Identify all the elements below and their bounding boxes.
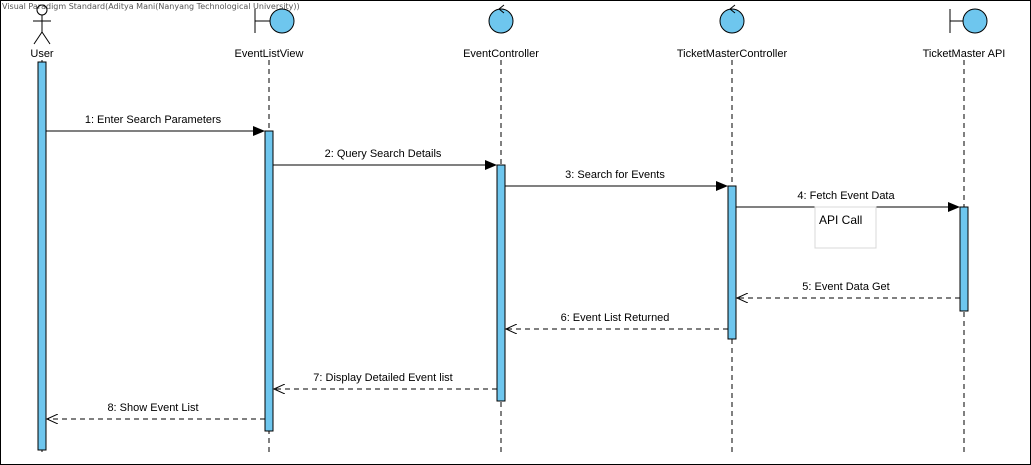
message-8: 8: Show Event List: [47, 402, 265, 419]
watermark: Visual Paradigm Standard(Aditya Mani(Nan…: [2, 2, 300, 11]
note-text: API Call: [819, 213, 862, 227]
message-label: 6: Event List Returned: [561, 312, 670, 324]
message-label: 8: Show Event List: [107, 402, 198, 414]
message-5: 5: Event Data Get: [737, 281, 960, 298]
message-6: 6: Event List Returned: [506, 312, 728, 329]
message-label: 3: Search for Events: [565, 169, 665, 181]
control-icon: [719, 4, 745, 34]
lifeline-label-ticketmastercontroller: TicketMasterController: [677, 48, 788, 60]
message-4: 4: Fetch Event Data: [736, 190, 960, 212]
message-label: 1: Enter Search Parameters: [85, 114, 222, 126]
lifeline-label-eventlistview: EventListView: [235, 48, 304, 60]
boundary-icon: [254, 8, 295, 34]
message-7: 7: Display Detailed Event list: [274, 372, 497, 389]
activation-bar-eventlistview: [264, 130, 274, 432]
lifeline-label-user: User: [30, 48, 54, 60]
message-label: 4: Fetch Event Data: [797, 190, 895, 202]
lifeline-label-eventcontroller: EventController: [463, 48, 539, 60]
message-3: 3: Search for Events: [505, 169, 728, 191]
activation-bar-eventcontroller: [496, 164, 506, 402]
actor-icon: [33, 4, 51, 45]
message-1: 1: Enter Search Parameters: [46, 114, 265, 136]
activation-bar-user: [37, 61, 47, 451]
activation-bar-ticketmasterapi: [959, 206, 969, 312]
activation-bar-ticketmastercontroller: [727, 185, 737, 340]
message-2: 2: Query Search Details: [273, 148, 497, 170]
control-icon: [488, 4, 514, 34]
message-label: 2: Query Search Details: [325, 148, 442, 160]
lifeline-label-ticketmasterapi: TicketMaster API: [923, 48, 1006, 60]
activation-bars: [37, 61, 969, 451]
message-label: 7: Display Detailed Event list: [313, 372, 452, 384]
boundary-icon: [949, 8, 988, 34]
note-api-call: API Call: [814, 206, 877, 249]
message-label: 5: Event Data Get: [802, 281, 889, 293]
